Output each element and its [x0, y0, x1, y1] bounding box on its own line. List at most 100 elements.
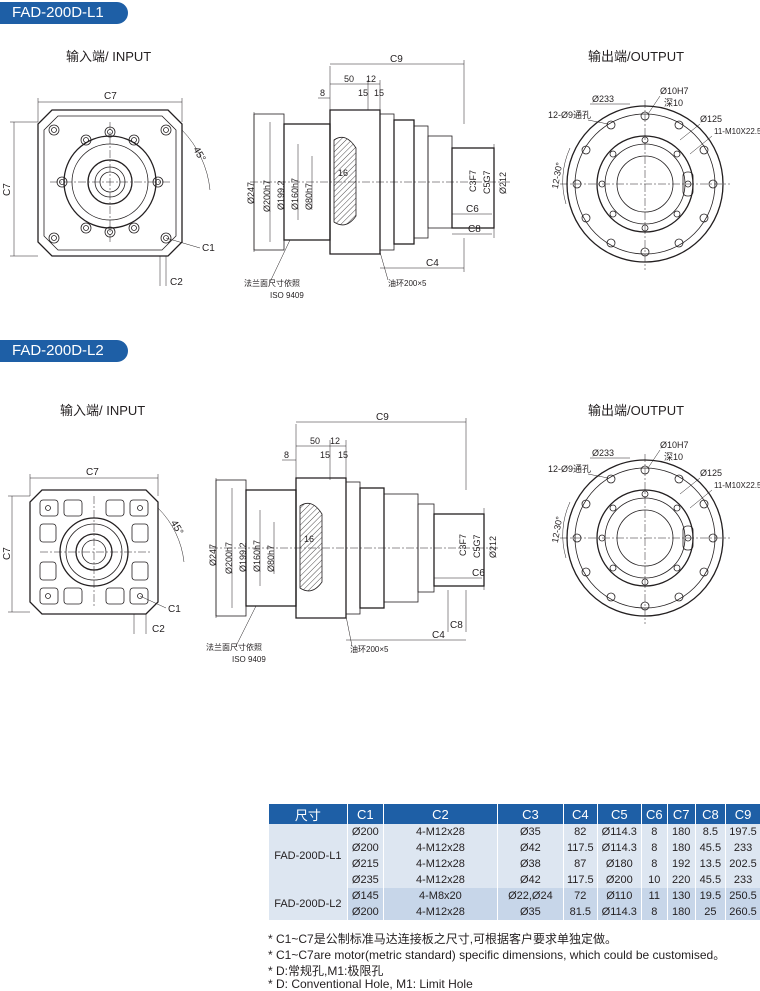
oil-ring-note-l1: 油环200×5 [388, 278, 427, 288]
table-cell: 4-M12x28 [383, 904, 497, 920]
table-cell: Ø35 [497, 824, 563, 840]
input-flange-drawing-l2: C7 C7 45° C1 C2 [0, 452, 230, 652]
c7-top-label-l1: C7 [104, 91, 117, 102]
dim-15a-l1: 15 [358, 88, 368, 98]
col-header: C8 [695, 804, 725, 824]
c2-label-l2: C2 [152, 624, 165, 635]
input-title-l2: 输入端/ INPUT [60, 400, 145, 419]
c6-label-l1: C6 [466, 204, 479, 215]
iso-note-l2: ISO 9409 [232, 655, 266, 664]
table-cell: 81.5 [563, 904, 597, 920]
d200-l2: Ø200h7 [224, 542, 234, 574]
table-cell: Ø200 [347, 840, 383, 856]
table-header-row: 尺寸 C1 C2 C3 C4 C5 C6 C7 C8 C9 [269, 804, 760, 824]
table-cell: 13.5 [695, 856, 725, 872]
c9-label-l1: C9 [390, 54, 403, 65]
c7-left-label-l2: C7 [2, 547, 13, 560]
c5-label-l2: C5G7 [472, 534, 482, 558]
table-cell: Ø38 [497, 856, 563, 872]
table-cell: 4-M8x20 [383, 888, 497, 904]
note-line-1: * C1~C7是公制标准马达连接板之尺寸,可根据客户要求单独定做。 [268, 930, 617, 947]
note-line-2: * C1~C7are motor(metric standard) specif… [268, 946, 725, 963]
table-cell: 10 [641, 872, 667, 888]
d247-l2: Ø247 [208, 544, 218, 566]
table-cell: 233 [726, 872, 760, 888]
oil-ring-note-l2: 油环200×5 [350, 644, 389, 654]
model-cell: FAD-200D-L1 [269, 824, 348, 888]
table-cell: 8.5 [695, 824, 725, 840]
table-cell: Ø42 [497, 872, 563, 888]
d247-l1: Ø247 [246, 182, 256, 204]
flange-note-l1: 法兰面尺寸依照 [244, 278, 300, 288]
d212-label-l2: Ø212 [488, 536, 498, 558]
dim-8-l1: 8 [320, 88, 325, 98]
c3-label-l1: C3F7 [468, 170, 478, 192]
c4-label-l2: C4 [432, 630, 445, 641]
table-row: FAD-200D-L1 Ø200 4-M12x28 Ø35 82 Ø114.3 … [269, 824, 760, 840]
table-cell: Ø215 [347, 856, 383, 872]
dim-15b-l1: 15 [374, 88, 384, 98]
col-header: C9 [726, 804, 760, 824]
table-cell: 19.5 [695, 888, 725, 904]
depth10-l2: 深10 [664, 452, 683, 462]
depth10-l1: 深10 [664, 98, 683, 108]
output-flange-drawing-l1: Ø233 12-Ø9通孔 Ø10H7 深10 Ø125 11-M10X22.5 … [530, 84, 760, 284]
angle-label-l1: 45° [190, 145, 207, 164]
m10-l2: 11-M10X22.5 [714, 481, 760, 490]
c3-label-l2: C3F7 [458, 534, 468, 556]
c5-label-l1: C5G7 [482, 170, 492, 194]
col-header: C4 [563, 804, 597, 824]
table-cell: 180 [667, 904, 695, 920]
table-cell: 192 [667, 856, 695, 872]
table-row: FAD-200D-L2 Ø145 4-M8x20 Ø22,Ø24 72 Ø110… [269, 888, 760, 904]
table-cell: 8 [641, 856, 667, 872]
table-cell: 202.5 [726, 856, 760, 872]
d10-l2: Ø10H7 [660, 440, 689, 450]
col-header: C7 [667, 804, 695, 824]
table-cell: 25 [695, 904, 725, 920]
flange-note-l2: 法兰面尺寸依照 [206, 642, 262, 652]
c1-label-l1: C1 [202, 243, 215, 254]
c7-left-label-l1: C7 [2, 183, 13, 196]
col-header: C2 [383, 804, 497, 824]
dimension-table: 尺寸 C1 C2 C3 C4 C5 C6 C7 C8 C9 FAD-200D-L… [268, 804, 760, 920]
input-title-l1: 输入端/ INPUT [66, 46, 151, 65]
output-title-l1: 输出端/OUTPUT [588, 46, 684, 65]
angle-label-l2: 45° [168, 519, 185, 538]
dim-8-l2: 8 [284, 450, 289, 460]
model-cell: FAD-200D-L2 [269, 888, 348, 920]
side-section-drawing-l1: C9 50 12 8 15 15 Ø247 Ø200h7 Ø199.2 Ø160… [230, 52, 530, 302]
table-cell: Ø42 [497, 840, 563, 856]
dim-15a-l2: 15 [320, 450, 330, 460]
dim-12-l2: 12 [330, 436, 340, 446]
table-cell: 117.5 [563, 872, 597, 888]
table-cell: 180 [667, 824, 695, 840]
iso-note-l1: ISO 9409 [270, 291, 304, 300]
c7-top-label-l2: C7 [86, 467, 99, 478]
dim-16-l2: 16 [304, 534, 314, 544]
d233-l2: Ø233 [592, 448, 614, 458]
holes12-l1: 12-Ø9通孔 [548, 110, 591, 120]
d125-l2: Ø125 [700, 468, 722, 478]
table-cell: Ø22,Ø24 [497, 888, 563, 904]
table-cell: Ø145 [347, 888, 383, 904]
d160-l2: Ø160h7 [252, 540, 262, 572]
table-cell: Ø35 [497, 904, 563, 920]
table-cell: 117.5 [563, 840, 597, 856]
d212-label-l1: Ø212 [498, 172, 508, 194]
table-cell: 8 [641, 904, 667, 920]
table-cell: Ø200 [597, 872, 641, 888]
table-cell: 11 [641, 888, 667, 904]
c6-label-l2: C6 [472, 568, 485, 579]
table-cell: 180 [667, 840, 695, 856]
model-tag-l2: FAD-200D-L2 [0, 340, 128, 362]
d80-l1: Ø80h7 [304, 183, 314, 210]
holes12-l2: 12-Ø9通孔 [548, 464, 591, 474]
table-cell: 82 [563, 824, 597, 840]
table-cell: Ø200 [347, 904, 383, 920]
table-cell: Ø235 [347, 872, 383, 888]
col-header: C3 [497, 804, 563, 824]
d80-l2: Ø80h7 [266, 545, 276, 572]
table-cell: 4-M12x28 [383, 856, 497, 872]
dim-50-l2: 50 [310, 436, 320, 446]
